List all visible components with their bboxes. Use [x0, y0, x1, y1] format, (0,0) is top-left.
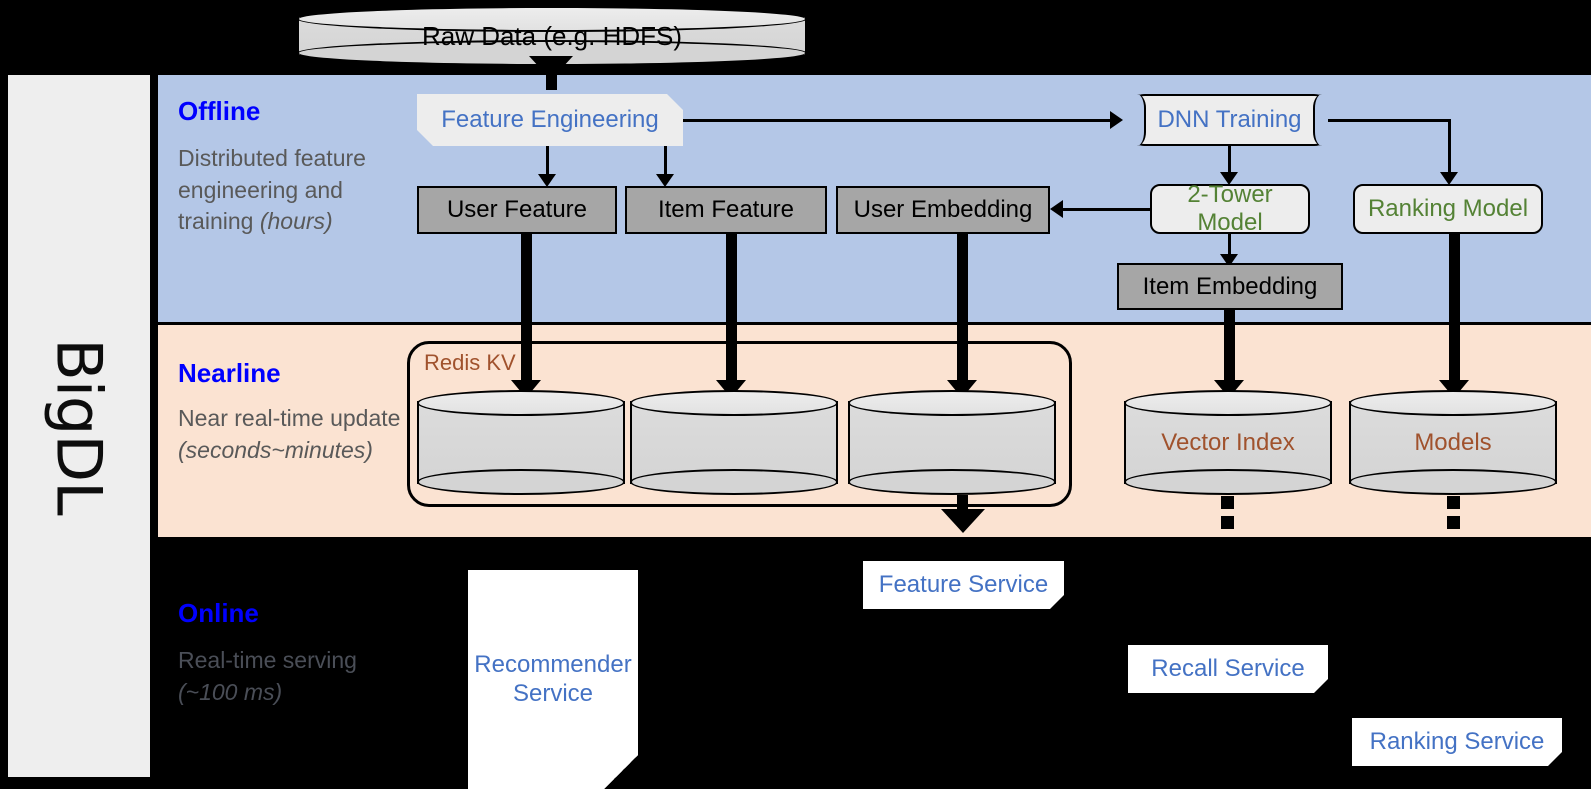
online-description-note: (~100 ms)	[178, 678, 283, 705]
edge-fe-dnn	[683, 119, 1112, 122]
edge-rankingmodel-models	[1449, 234, 1460, 389]
node-feature-service[interactable]: Feature Service	[863, 561, 1064, 609]
node-2-tower-model-label: 2-Tower Model	[1187, 181, 1273, 236]
offline-description-text: Distributed feature engineering and trai…	[178, 145, 366, 234]
edge-models-ranking-dash-1	[1447, 496, 1460, 509]
redis-cylinder-1	[417, 390, 625, 495]
node-recall-service-label: Recall Service	[1151, 654, 1305, 682]
models-cylinder[interactable]: Models	[1349, 390, 1557, 495]
cylinder-bottom	[848, 469, 1056, 495]
offline-description: Distributed feature engineering and trai…	[178, 143, 408, 238]
edge-userembedding-redis	[957, 234, 968, 389]
online-heading: Online	[178, 598, 259, 628]
node-ranking-service-label: Ranking Service	[1369, 727, 1545, 755]
node-item-feature-label: Item Feature	[657, 196, 795, 224]
page-fold-icon	[1314, 679, 1328, 693]
node-recommender-service-label: Recommender Service	[474, 650, 632, 707]
cylinder-bottom	[297, 40, 807, 66]
edge-fe-itemfeature-arrow	[656, 174, 674, 187]
edge-fe-itemfeature	[664, 146, 667, 178]
edge-fe-dnn-arrow	[1110, 111, 1123, 129]
cylinder-top	[630, 390, 838, 416]
nearline-description-note: (seconds~minutes)	[178, 436, 373, 463]
bigdl-label: BigDL	[42, 337, 116, 515]
cylinder-top	[417, 390, 625, 416]
redis-kv-label: Redis KV	[424, 350, 516, 375]
nearline-heading: Nearline	[178, 358, 281, 388]
edge-userfeature-redis	[521, 234, 532, 389]
offline-heading: Offline	[178, 96, 261, 126]
node-feature-engineering-label: Feature Engineering	[441, 106, 659, 134]
node-user-embedding-label: User Embedding	[853, 196, 1033, 224]
node-recall-service[interactable]: Recall Service	[1128, 645, 1328, 693]
node-user-embedding[interactable]: User Embedding	[836, 186, 1050, 234]
edge-dnn-2tower	[1228, 146, 1231, 176]
edge-itemfeature-redis	[726, 234, 737, 389]
node-ranking-model[interactable]: Ranking Model	[1353, 184, 1543, 234]
node-recommender-service[interactable]: Recommender Service	[468, 570, 638, 789]
page-fold-icon	[604, 755, 638, 789]
page-fold-icon	[1050, 595, 1064, 609]
edge-redis-featureservice-arrow	[941, 509, 985, 533]
node-feature-service-label: Feature Service	[878, 570, 1049, 598]
nearline-description-text: Near real-time update	[178, 405, 401, 431]
node-feature-engineering[interactable]: Feature Engineering	[417, 94, 683, 146]
edge-models-ranking-dash-2	[1447, 516, 1460, 529]
edge-dnn-2tower-arrow	[1220, 172, 1238, 185]
cylinder-bottom	[630, 469, 838, 495]
edge-2tower-userembedding	[1062, 208, 1152, 211]
online-description-text: Real-time serving	[178, 647, 357, 673]
raw-data-label: Raw Data (e.g. HDFS)	[421, 20, 683, 51]
raw-data-cylinder: Raw Data (e.g. HDFS)	[297, 6, 807, 66]
cylinder-bottom	[417, 469, 625, 495]
online-description: Real-time serving (~100 ms)	[178, 645, 388, 708]
edge-fe-userfeature	[546, 146, 549, 178]
redis-cylinder-3	[848, 390, 1056, 495]
cylinder-top	[297, 6, 807, 32]
edge-rawdata-fe-arrow	[529, 56, 573, 80]
bigdl-label-wrap: BigDL	[8, 75, 150, 777]
cylinder-bottom	[1124, 469, 1332, 495]
nearline-description: Near real-time update (seconds~minutes)	[178, 403, 413, 466]
node-dnn-training-label: DNN Training	[1157, 106, 1302, 134]
node-user-feature[interactable]: User Feature	[417, 186, 617, 234]
edge-dnn-ranking-h	[1328, 119, 1450, 122]
page-fold-icon	[1548, 752, 1562, 766]
redis-cylinder-2	[630, 390, 838, 495]
node-user-feature-label: User Feature	[446, 196, 588, 224]
edge-redis-featureservice	[957, 495, 968, 511]
cylinder-bottom	[1349, 469, 1557, 495]
node-item-embedding[interactable]: Item Embedding	[1117, 263, 1343, 310]
vector-index-cylinder[interactable]: Vector Index	[1124, 390, 1332, 495]
node-item-feature[interactable]: Item Feature	[625, 186, 827, 234]
node-item-embedding-label: Item Embedding	[1142, 272, 1318, 300]
node-dnn-training[interactable]: DNN Training	[1131, 94, 1328, 146]
cylinder-top	[1349, 390, 1557, 416]
bigdl-sidebar: BigDL	[8, 75, 150, 777]
edge-dnn-ranking-arrow	[1440, 172, 1458, 185]
node-ranking-model-label: Ranking Model	[1367, 195, 1529, 223]
vector-index-label: Vector Index	[1161, 428, 1295, 456]
cylinder-top	[1124, 390, 1332, 416]
models-label: Models	[1414, 428, 1492, 456]
redis-kv-container	[407, 341, 1072, 507]
node-2-tower-model[interactable]: 2-Tower Model	[1150, 181, 1310, 236]
edge-2tower-userembedding-arrow	[1050, 200, 1063, 218]
node-ranking-service[interactable]: Ranking Service	[1352, 718, 1562, 766]
offline-description-note: (hours)	[259, 208, 333, 234]
edge-fe-userfeature-arrow	[538, 174, 556, 187]
edge-2tower-itemembedding	[1228, 234, 1231, 260]
edge-itemembedding-vectorindex	[1224, 310, 1235, 389]
cylinder-top	[848, 390, 1056, 416]
edge-dnn-ranking-v	[1448, 119, 1451, 176]
edge-vectorindex-recall-dash-1	[1221, 496, 1234, 509]
edge-vectorindex-recall-dash-2	[1221, 516, 1234, 529]
